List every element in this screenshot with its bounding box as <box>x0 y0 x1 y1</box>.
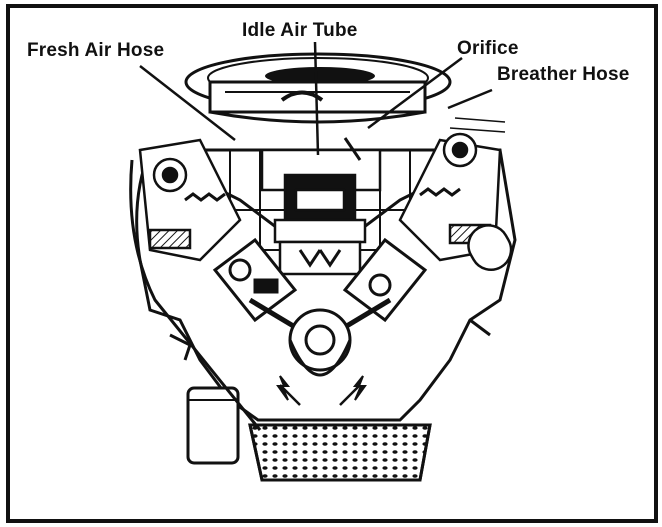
label-orifice: Orifice <box>457 38 519 59</box>
label-idle-air-tube: Idle Air Tube <box>242 20 358 41</box>
oil-filter <box>186 386 240 465</box>
carburetor <box>260 148 382 276</box>
leader-orifice <box>367 56 463 130</box>
left-piston <box>212 237 302 333</box>
leader-breather-hose <box>447 88 493 110</box>
right-cylinder-head <box>398 132 513 271</box>
leader-idle-air-tube <box>313 41 320 156</box>
label-fresh-air-hose: Fresh Air Hose <box>27 40 165 61</box>
label-breather-hose: Breather Hose <box>497 64 630 85</box>
diagram-border <box>6 4 658 523</box>
oil-pan <box>248 423 432 482</box>
leader-lines <box>139 41 506 156</box>
crankshaft <box>279 308 361 406</box>
airflow-arrows <box>276 90 367 401</box>
leader-fresh-air-hose <box>139 65 236 141</box>
side-tubes <box>129 137 491 431</box>
right-piston <box>338 237 428 333</box>
left-cylinder-head <box>138 138 242 262</box>
